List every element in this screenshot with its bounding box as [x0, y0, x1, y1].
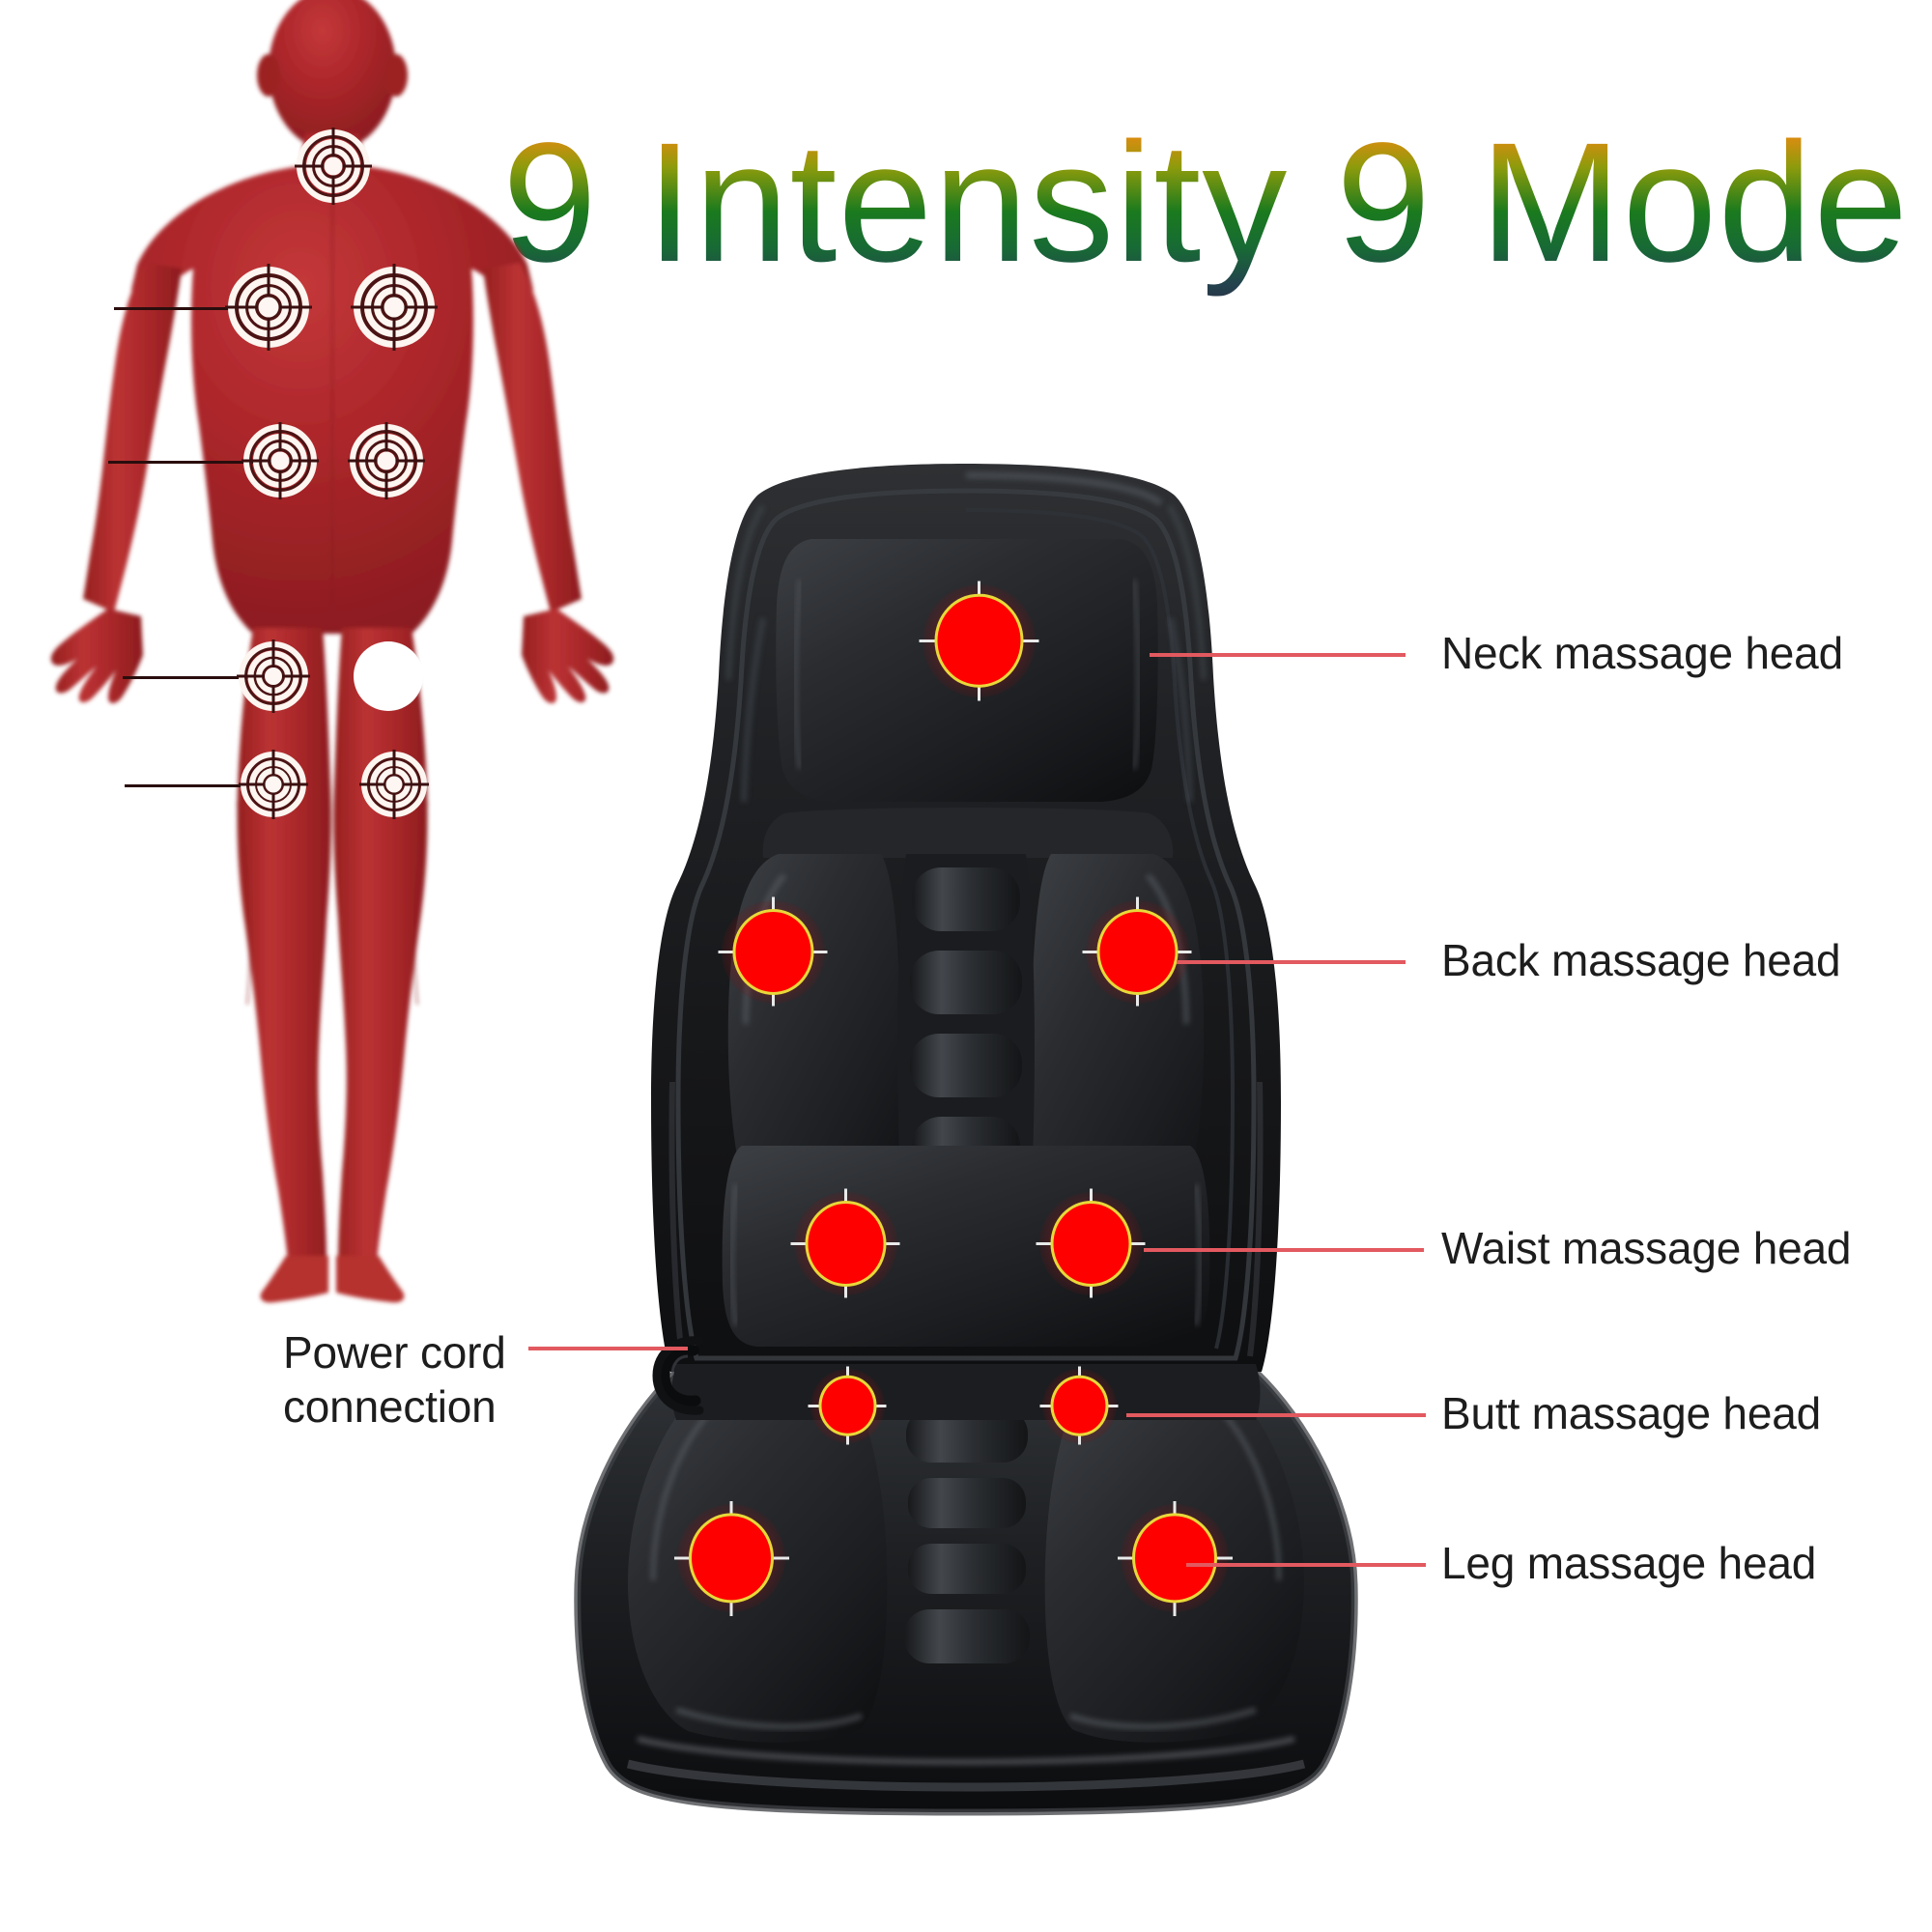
body-pointer-line-body-leg-l: [125, 784, 273, 787]
leader-line-back: [1177, 960, 1406, 964]
marker-dot: [1132, 1513, 1217, 1604]
massage-head-marker-butt-left: [808, 1366, 887, 1445]
marker-dot: [1096, 908, 1178, 995]
body-pointer-line-body-shoulder-l: [114, 307, 269, 310]
power-cord-label-line1: Power cord: [283, 1327, 506, 1378]
callout-label-butt: Butt massage head: [1441, 1388, 1821, 1438]
body-target-marker-body-leg-r: [358, 749, 430, 820]
body-target-marker-body-shoulder-l: [225, 264, 312, 351]
target-hub: [324, 156, 343, 176]
callout-label-back: Back massage head: [1441, 935, 1841, 985]
marker-dot: [1050, 1200, 1131, 1287]
massage-head-marker-waist-left: [790, 1188, 900, 1298]
power-cord-label-line2: connection: [283, 1381, 497, 1432]
body-pointer-line-body-butt-l: [123, 676, 273, 679]
callout-label-neck: Neck massage head: [1441, 628, 1843, 678]
target-hub: [258, 297, 279, 318]
body-target-marker-body-waist-l: [241, 421, 320, 500]
leader-line-leg: [1186, 1563, 1426, 1567]
body-target-marker-body-butt-l: [236, 639, 311, 714]
massage-head-marker-back-right: [1082, 896, 1192, 1007]
callout-label-leg: Leg massage head: [1441, 1538, 1817, 1588]
target-hub: [270, 451, 290, 470]
target-hub: [265, 668, 282, 685]
callout-label-waist: Waist massage head: [1441, 1223, 1852, 1273]
target-hub: [384, 297, 405, 318]
massage-head-marker-neck: [919, 581, 1038, 700]
marker-dot: [732, 908, 813, 995]
leader-line-butt: [1126, 1413, 1426, 1417]
target-hub: [265, 776, 282, 793]
marker-disc: [354, 641, 423, 711]
massage-head-marker-leg-right: [1117, 1500, 1233, 1616]
massage-head-marker-back-left: [718, 896, 828, 1007]
marker-dot: [805, 1200, 886, 1287]
massage-head-marker-waist-right: [1036, 1188, 1146, 1298]
massage-head-marker-leg-left: [673, 1500, 789, 1616]
body-target-marker-body-shoulder-r: [351, 264, 438, 351]
massage-head-marker-butt-right: [1039, 1366, 1119, 1445]
page-title: 9 Intensity 9 Mode: [502, 106, 1913, 309]
body-target-marker-body-neck: [294, 127, 373, 206]
power-cord: [652, 1336, 704, 1415]
body-pointer-line-body-waist-l: [108, 461, 280, 464]
marker-dot: [818, 1375, 876, 1436]
body-target-marker-body-butt-r: [354, 641, 423, 711]
marker-dot: [934, 593, 1023, 688]
marker-dot: [1050, 1375, 1108, 1436]
leader-line-neck: [1150, 653, 1406, 657]
body-target-marker-body-leg-l: [238, 749, 309, 820]
marker-dot: [689, 1513, 774, 1604]
cushion-seat-section: [574, 1368, 1358, 1816]
leader-line-waist: [1144, 1248, 1424, 1252]
body-target-marker-body-waist-r: [347, 421, 426, 500]
target-hub: [377, 451, 396, 470]
target-hub: [385, 776, 403, 793]
power-cord-leader-line: [528, 1347, 688, 1350]
